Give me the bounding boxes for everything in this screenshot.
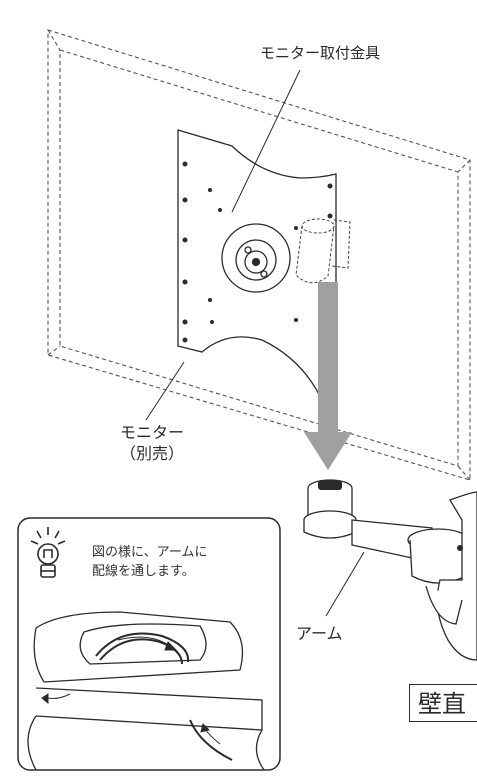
down-arrow-icon [304, 282, 352, 470]
rotate-arrow-icon [41, 636, 221, 745]
bracket-hinge [295, 218, 351, 284]
tip-text: 図の様に、アームに 配線を通します。 [92, 543, 207, 581]
wall-mount-label: 壁直 [409, 684, 477, 722]
monitor-outline [47, 29, 471, 481]
idea-bulb-icon [30, 527, 66, 578]
monitor-label-line2: （別売） [120, 444, 185, 463]
tip-line-2: 配線を通します。 [92, 564, 195, 579]
arm-label: アーム [296, 624, 343, 643]
monitor-label: モニター （別売） [120, 422, 184, 464]
tip-line-1: 図の様に、アームに [92, 545, 208, 560]
arm-mount-knob [318, 480, 342, 490]
cable-routing-detail [27, 611, 265, 771]
monitor-arm [303, 479, 477, 661]
bracket-label: モニター取付金具 [260, 44, 381, 62]
monitor-label-line1: モニター [120, 423, 185, 442]
leader-lines [145, 69, 365, 617]
monitor-bracket [177, 129, 337, 399]
arm-screw [457, 545, 463, 551]
tip-panel [17, 517, 281, 771]
